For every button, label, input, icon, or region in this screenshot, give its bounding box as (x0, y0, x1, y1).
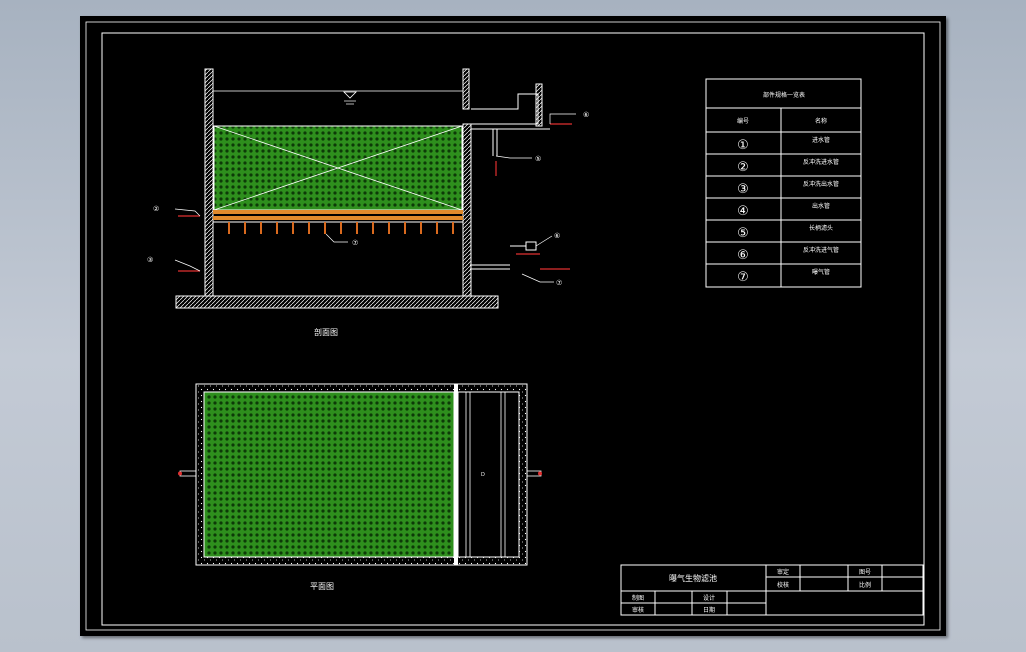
drawing-no-label: 图号 (859, 569, 871, 576)
auditor-label: 审核 (632, 606, 644, 614)
parts-table-header-name: 名称 (815, 117, 827, 125)
left-wall (204, 68, 214, 297)
section-view: ⑥ ⑤ ② ⑦ ③ ⑥ ⑦ 剖面图 (147, 68, 589, 337)
parts-row-no: ⑤ (737, 226, 749, 241)
right-wall (462, 123, 472, 297)
plan-view: D 平面图 (178, 383, 542, 591)
parts-table-header-no: 编号 (737, 117, 749, 125)
checker-label: 校核 (777, 581, 789, 589)
section-view-label: 剖面图 (314, 327, 338, 337)
filter-nozzles (228, 222, 454, 234)
callout-backwash-in: ② (153, 205, 159, 213)
plan-filter-media (203, 391, 455, 558)
parts-row-no: ③ (737, 182, 749, 197)
outer-border (85, 21, 941, 631)
parts-table (705, 78, 862, 288)
plan-partition (454, 384, 458, 565)
scale-label: 比例 (859, 581, 871, 589)
designer-label: 设计 (703, 594, 715, 602)
water-level-symbol (343, 91, 357, 99)
parts-row-name: 反冲洗进水管 (803, 158, 839, 166)
base-slab (175, 295, 499, 309)
pipe-tags (178, 123, 572, 272)
valve (525, 241, 537, 251)
parts-table-text: 部件规格一览表 编号 名称 ① 进水管 ② 反冲洗进水管 ③ 反冲洗出水管 ④ … (737, 91, 839, 285)
plan-view-label: 平面图 (310, 582, 334, 591)
date-label: 日期 (703, 606, 715, 614)
callout-aeration: ⑦ (352, 239, 358, 247)
callout-backwash-out: ③ (147, 256, 153, 264)
inner-border (101, 32, 925, 626)
drawing-sheet: ⑥ ⑤ ② ⑦ ③ ⑥ ⑦ 剖面图 D 平面图 (80, 16, 946, 636)
cad-drawing: ⑥ ⑤ ② ⑦ ③ ⑥ ⑦ 剖面图 D 平面图 (85, 21, 941, 631)
parts-row-no: ⑥ (737, 248, 749, 263)
parts-row-no: ⑦ (737, 270, 749, 285)
parts-row-name: 反冲洗出水管 (803, 180, 839, 188)
drawing-title: 曝气生物滤池 (669, 573, 717, 583)
plan-channel (457, 391, 520, 558)
parts-row-name: 曝气管 (812, 268, 830, 276)
parts-row-no: ② (737, 160, 749, 175)
reviewer-label: 审定 (777, 568, 789, 576)
callout-air: ⑥ (554, 232, 560, 240)
parts-row-name: 出水管 (812, 202, 830, 210)
parts-row-name: 长柄滤头 (809, 224, 833, 232)
callout-inlet: ⑦ (556, 279, 562, 287)
outlet-trough (471, 93, 539, 125)
drafter-label: 制图 (632, 594, 644, 602)
parts-table-title: 部件规格一览表 (763, 91, 805, 99)
support-layer (213, 210, 463, 214)
parts-row-no: ④ (737, 204, 749, 219)
parts-row-name: 进水管 (812, 136, 830, 144)
parts-row-name: 反冲洗进气管 (803, 246, 839, 254)
callout-outlet: ⑥ (583, 111, 589, 119)
plan-pipe-left (179, 470, 197, 477)
title-block-text: 曝气生物滤池 审定 校核 图号 比例 制图 设计 审核 日期 (632, 568, 871, 614)
title-block (620, 564, 924, 616)
parts-row-no: ① (737, 138, 749, 153)
right-wall-top (462, 68, 470, 110)
plan-center-mark: D (481, 472, 485, 478)
callout-nozzle: ⑤ (535, 155, 541, 163)
